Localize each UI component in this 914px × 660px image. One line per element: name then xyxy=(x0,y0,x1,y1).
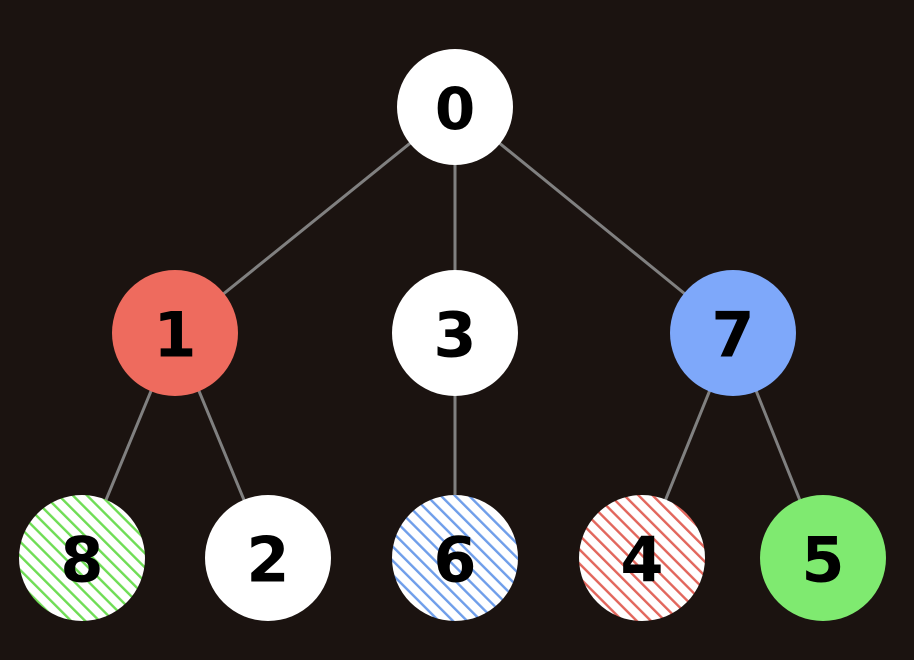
node-circle-6[interactable] xyxy=(392,495,518,621)
node-4[interactable]: 4 xyxy=(579,495,705,621)
node-circle-7[interactable] xyxy=(670,270,796,396)
node-5[interactable]: 5 xyxy=(760,495,886,621)
node-2[interactable]: 2 xyxy=(205,495,331,621)
node-circle-0[interactable] xyxy=(397,49,513,165)
node-circle-5[interactable] xyxy=(760,495,886,621)
node-1[interactable]: 1 xyxy=(112,270,238,396)
node-0[interactable]: 0 xyxy=(397,49,513,165)
node-8[interactable]: 8 xyxy=(19,495,145,621)
node-circle-1[interactable] xyxy=(112,270,238,396)
node-circle-2[interactable] xyxy=(205,495,331,621)
node-6[interactable]: 6 xyxy=(392,495,518,621)
node-circle-8[interactable] xyxy=(19,495,145,621)
node-7[interactable]: 7 xyxy=(670,270,796,396)
node-3[interactable]: 3 xyxy=(392,270,518,396)
node-circle-4[interactable] xyxy=(579,495,705,621)
node-circle-3[interactable] xyxy=(392,270,518,396)
